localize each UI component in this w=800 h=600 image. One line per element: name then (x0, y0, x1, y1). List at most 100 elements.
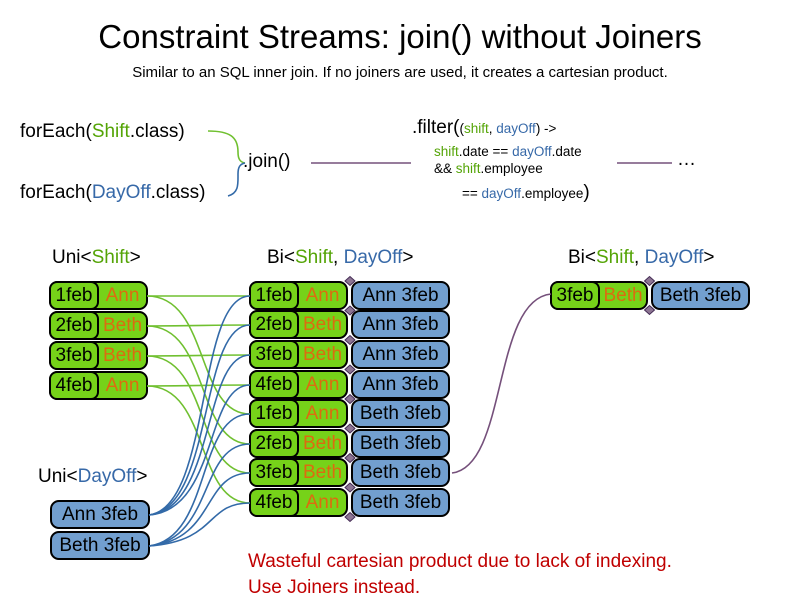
connector-line (146, 295, 251, 415)
code-filter-line4: == dayOff.employee) (462, 182, 590, 204)
slide-title: Constraint Streams: join() without Joine… (98, 18, 702, 55)
label-dayoff-type: DayOff (343, 247, 403, 268)
label-text: > (703, 247, 715, 268)
shift-employee: Beth (102, 314, 143, 336)
connector-line (148, 384, 251, 516)
shift-join-lines (146, 295, 251, 504)
code-text: ( (459, 121, 465, 136)
label-text: > (402, 247, 414, 268)
joined-row-shift: 4feb Ann (249, 370, 348, 399)
label-text: Bi< (568, 247, 596, 268)
label-shift-type: Shift (596, 247, 635, 268)
warning-line-2: Use Joiners instead. (248, 577, 421, 598)
joined-employee: Beth (302, 313, 343, 335)
joined-date: 1feb (249, 281, 299, 310)
code-shift-arg: shift (455, 161, 481, 176)
code-text: .date == (458, 144, 513, 159)
joined-employee: Beth (302, 343, 343, 365)
dayoff-row: Beth 3feb (50, 531, 150, 560)
dayoff-row: Ann 3feb (50, 500, 150, 529)
joined-row-dayoff: Ann 3feb (351, 281, 450, 310)
dayoff-join-lines (148, 295, 251, 547)
label-shift-type: Shift (295, 247, 334, 268)
connector-line (148, 324, 251, 516)
connector-line (148, 443, 251, 547)
code-shift-arg: shift (464, 121, 489, 136)
connector-line (146, 384, 251, 387)
joined-row-shift: 4feb Ann (249, 488, 348, 517)
joined-date: 4feb (249, 370, 299, 399)
code-text: .employee (480, 161, 543, 176)
code-dayoff-class: DayOff (91, 182, 151, 203)
code-join: .join() (243, 151, 291, 172)
code-foreach-dayoff: forEach(DayOff.class) (20, 182, 206, 204)
connector-line (146, 324, 251, 327)
shift-date: 2feb (49, 311, 99, 340)
label-text: , (333, 247, 344, 268)
code-dayoff-arg: dayOff (496, 121, 536, 136)
connector-line (146, 354, 251, 357)
connector-line (451, 293, 552, 474)
code-shift-arg: shift (434, 144, 459, 159)
label-uni-dayoff: Uni<DayOff> (38, 466, 148, 488)
code-text: ) -> (535, 121, 557, 136)
joined-date: 2feb (249, 429, 299, 458)
shift-employee: Ann (105, 284, 140, 306)
joined-date: 3feb (249, 458, 299, 487)
joined-employee: Ann (305, 402, 340, 424)
code-filter-line3: && shift.employee (434, 161, 543, 176)
label-text: > (129, 247, 141, 268)
label-text: Uni< (38, 466, 78, 487)
shift-row: 1feb Ann (49, 281, 148, 310)
code-text: .date (551, 144, 582, 159)
shift-employee: Beth (102, 344, 143, 366)
code-dayoff-arg: dayOff (481, 186, 522, 201)
label-bi-mid: Bi<Shift, DayOff> (267, 247, 413, 269)
joined-row-dayoff: Ann 3feb (351, 310, 450, 339)
code-dayoff-arg: dayOff (512, 144, 552, 159)
joined-date: 4feb (249, 488, 299, 517)
label-bi-right: Bi<Shift, DayOff> (568, 247, 714, 269)
code-text: .filter( (412, 117, 460, 138)
connector-line (148, 502, 251, 547)
joined-employee: Ann (305, 373, 340, 395)
result-row-dayoff: Beth 3feb (651, 281, 750, 310)
joined-date: 3feb (249, 340, 299, 369)
connector-line (148, 413, 251, 547)
joined-employee: Beth (302, 461, 343, 483)
code-text: .class) (150, 182, 206, 203)
joined-row-dayoff: Beth 3feb (351, 429, 450, 458)
joined-row-dayoff: Beth 3feb (351, 488, 450, 517)
label-text: Bi< (267, 247, 295, 268)
code-ellipsis: … (677, 149, 696, 170)
joined-row-dayoff: Ann 3feb (351, 370, 450, 399)
warning-line-1: Wasteful cartesian product due to lack o… (248, 551, 672, 572)
label-text: Uni< (52, 247, 92, 268)
connector-line (146, 385, 251, 504)
code-text: .class) (129, 121, 185, 142)
code-filter-line2: shift.date == dayOff.date (434, 144, 582, 159)
result-date: 3feb (550, 281, 600, 310)
code-foreach-shift: forEach(Shift.class) (20, 121, 185, 143)
joined-employee: Ann (305, 491, 340, 513)
shift-date: 3feb (49, 341, 99, 370)
connector-line (148, 295, 251, 516)
result-line (451, 293, 552, 474)
joined-row-dayoff: Beth 3feb (351, 399, 450, 428)
label-shift-type: Shift (91, 247, 130, 268)
connector-line (146, 355, 251, 474)
shift-date: 1feb (49, 281, 99, 310)
brace-line-shift (207, 130, 246, 164)
joined-employee: Beth (302, 432, 343, 454)
joined-row-dayoff: Beth 3feb (351, 458, 450, 487)
